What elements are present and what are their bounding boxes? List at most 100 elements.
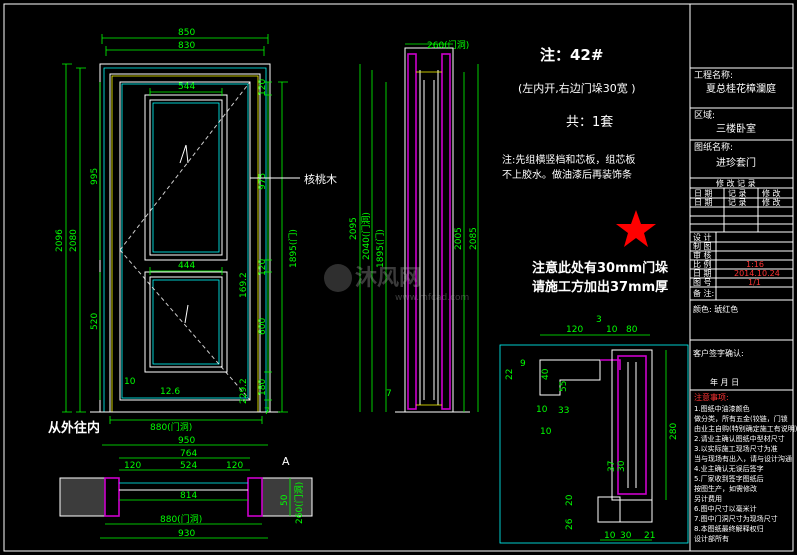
tb-row-5-k: 图 号 [693, 278, 712, 287]
tb-info-rows: 设 计 制 图 审 核 比 例 1:16 日 期 2014.10.24 图 号 … [690, 232, 793, 300]
det-b10: 10 [604, 531, 616, 541]
wood-label: 核桃木 [304, 172, 337, 186]
det-37: 37 [607, 461, 617, 472]
tb-draw: 进珍套门 [716, 156, 756, 169]
tb-rev-c2: 修 改 [762, 188, 781, 198]
note-title: 注：42# [540, 46, 603, 64]
plan-880: 880(门洞) [160, 513, 202, 525]
tb-spec-line: 由业主自购(特别确定施工有说明) [694, 424, 797, 433]
tb-row-4-v: 2014.10.24 [734, 269, 780, 278]
tb-row-1-k: 制 图 [693, 241, 712, 251]
side-1895: 1895(门) [374, 229, 386, 268]
tb-spec-line: 8.本图纸最终解释权归 [694, 524, 764, 533]
tb-row-2-k: 审 核 [693, 250, 712, 260]
det-20: 20 [565, 494, 575, 506]
dim-229: 229.2 [239, 378, 249, 404]
tb-rev2-c1: 记 录 [728, 198, 747, 207]
side-section: 260(门洞) 2095 2040(门洞) 1895(门) 2005 2085 … [349, 39, 479, 413]
dim-180: 180 [258, 379, 268, 396]
tb-spec-line: 4.业主确认无误后签字 [694, 464, 764, 473]
plan-120b: 120 [226, 461, 243, 471]
det-30: 30 [617, 460, 627, 472]
detail-a: 120 3 10 80 22 9 40 55 10 33 10 280 37 3… [499, 315, 689, 544]
tb-spec-line: 1.图纸中油漆颜色 [694, 404, 750, 413]
plan-view: 从外往内 950 764 120 524 120 814 880(门洞) 930… [48, 420, 313, 539]
dim-975: 975 [258, 173, 268, 190]
warn-line1: 注意此处有30mm门垛 [532, 260, 668, 276]
dim-600: 600 [258, 318, 268, 335]
tb-rev-head: 修 改 记 录 [716, 178, 756, 188]
tb-spec-line: 做分类，所有五金(铰链，门锁 [694, 414, 788, 423]
det-40: 40 [541, 368, 551, 380]
tb-row-0-k: 设 计 [693, 232, 712, 242]
plan-764: 764 [180, 449, 197, 459]
det-80: 80 [626, 325, 638, 335]
tb-rev2-c0: 日 期 [694, 198, 713, 207]
dim-444: 444 [178, 261, 195, 271]
tb-spec-lines: 1.图纸中油漆颜色做分类，所有五金(铰链，门锁由业主自购(特别确定施工有说明)2… [694, 404, 797, 543]
plan-50: 50 [280, 494, 290, 506]
det-10: 10 [606, 325, 618, 335]
tb-proj: 夏总桂花樟瀾庭 [706, 82, 776, 95]
det-33: 33 [558, 406, 569, 416]
plan-120a: 120 [124, 461, 141, 471]
tb-row-5-v: 1/1 [748, 278, 761, 287]
dim-7: 7 [264, 407, 270, 417]
tb-rev2-c2: 修 改 [762, 197, 781, 207]
tb-spec-line: 另计费用 [694, 494, 722, 503]
tb-draw-label: 图纸名称: [694, 141, 733, 153]
watermark-brand: 沐风网 [355, 266, 421, 291]
tb-spec-line: 5.厂家收到签字图纸后 [694, 474, 764, 483]
det-120: 120 [566, 325, 583, 335]
plan-930: 930 [178, 529, 195, 539]
dim-995: 995 [90, 168, 100, 185]
dim-850: 850 [178, 28, 195, 38]
front-elevation: 850 830 544 444 2096 2080 995 520 1895(门… [55, 28, 337, 433]
det-9: 9 [520, 359, 526, 369]
side-2040: 2040(门洞) [360, 212, 372, 260]
tb-spec-line: 当与现场有出入，请与设计沟通 [694, 454, 792, 463]
plan-mark-a: A [282, 455, 290, 468]
tb-rev-c1: 记 录 [728, 189, 747, 198]
dim-120-mid: 120 [258, 259, 268, 276]
logo-icon [324, 264, 352, 292]
tb-remark: 备 注: [693, 288, 714, 298]
plan-950: 950 [178, 436, 195, 446]
tb-row-3-v: 1:16 [746, 260, 764, 269]
dim-520: 520 [90, 313, 100, 330]
dim-2096: 2096 [55, 229, 65, 252]
dim-2080: 2080 [69, 229, 79, 252]
title-block: 工程名称: 夏总桂花樟瀾庭 区域: 三楼卧室 图纸名称: 进珍套门 修 改 记 … [689, 4, 797, 551]
plan-814: 814 [180, 491, 197, 501]
tb-spec-title: 注意事项: [694, 392, 729, 402]
tb-area-label: 区域: [694, 109, 715, 121]
notes-block: 注：42# (左内开,右边门垛30宽 ) 共：1套 注:先组横竖档和芯板，组芯板… [502, 46, 668, 295]
det-55: 55 [559, 381, 569, 392]
dim-1895-door: 1895(门) [287, 229, 299, 268]
tb-area: 三楼卧室 [716, 122, 756, 135]
star-icon [616, 210, 656, 247]
det-b21: 21 [644, 531, 655, 541]
tb-spec-line: 7.图中门洞尺寸为现场尺寸 [694, 514, 778, 523]
tb-spec-line: 设计部所有 [694, 534, 729, 543]
dim-830: 830 [178, 41, 195, 51]
side-2085: 2085 [469, 227, 479, 250]
dim-544: 544 [178, 82, 195, 92]
warn-line2: 请施工方加出37mm厚 [532, 279, 668, 295]
tb-date: 年 月 日 [710, 377, 739, 387]
tb-client: 客户签字确认: [693, 348, 744, 358]
det-10b: 10 [536, 405, 548, 415]
plan-524: 524 [180, 461, 197, 471]
watermark: 沐风网 www.mfcad.com [324, 264, 469, 303]
tb-spec-line: 3.以实际施工现场尺寸为准 [694, 444, 778, 453]
det-22: 22 [505, 369, 515, 380]
plan-260: 260(门洞) [293, 482, 305, 524]
note-line1: 注:先组横竖档和芯板，组芯板 [502, 153, 635, 166]
tb-spec-line: 按图生产，如需修改 [694, 484, 757, 493]
side-7: 7 [386, 389, 392, 399]
det-26: 26 [565, 518, 575, 530]
side-top-260: 260(门洞) [427, 39, 469, 51]
det-280: 280 [669, 423, 679, 440]
dim-880-opening: 880(门洞) [150, 421, 192, 433]
dim-169: 169.2 [239, 272, 249, 298]
